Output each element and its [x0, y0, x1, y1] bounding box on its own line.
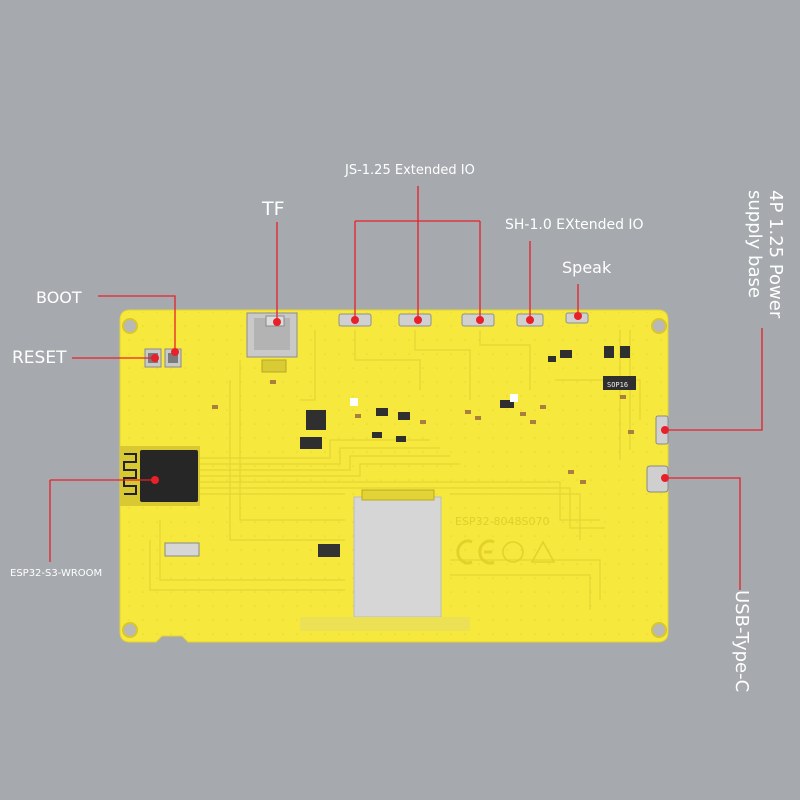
callout-lines [49, 186, 763, 590]
ic-chips [300, 346, 636, 449]
mounting-holes [122, 318, 667, 638]
label-js-io: JS-1.25 Extended IO [345, 163, 475, 178]
board-strip [300, 617, 470, 631]
chip-label: SOP16 [607, 381, 628, 389]
fpc-connector [164, 542, 200, 557]
board-silkscreen: ESP32-8048S070 [455, 515, 550, 528]
label-reset: RESET [12, 348, 67, 368]
label-speak: Speak [562, 258, 612, 277]
certification-marks [456, 539, 556, 565]
esp32-module [120, 446, 200, 506]
label-boot: BOOT [36, 288, 82, 307]
label-power-supply: 4P 1.25 Power supply base [744, 190, 786, 350]
label-power-text: 4P 1.25 Power supply base [744, 190, 786, 319]
callout-dots [151, 312, 669, 484]
label-tf: TF [262, 198, 285, 220]
fpc-connector-small [318, 544, 340, 557]
small-components [212, 380, 634, 484]
label-usb-type-c: USB-Type-C [731, 590, 752, 693]
tf-card-slot [246, 312, 298, 373]
display-ribbon-area [353, 496, 442, 618]
pcb-traces [149, 330, 641, 610]
label-sh-io: SH-1.0 EXtended IO [505, 217, 644, 233]
label-esp32: ESP32-S3-WROOM [10, 568, 103, 579]
